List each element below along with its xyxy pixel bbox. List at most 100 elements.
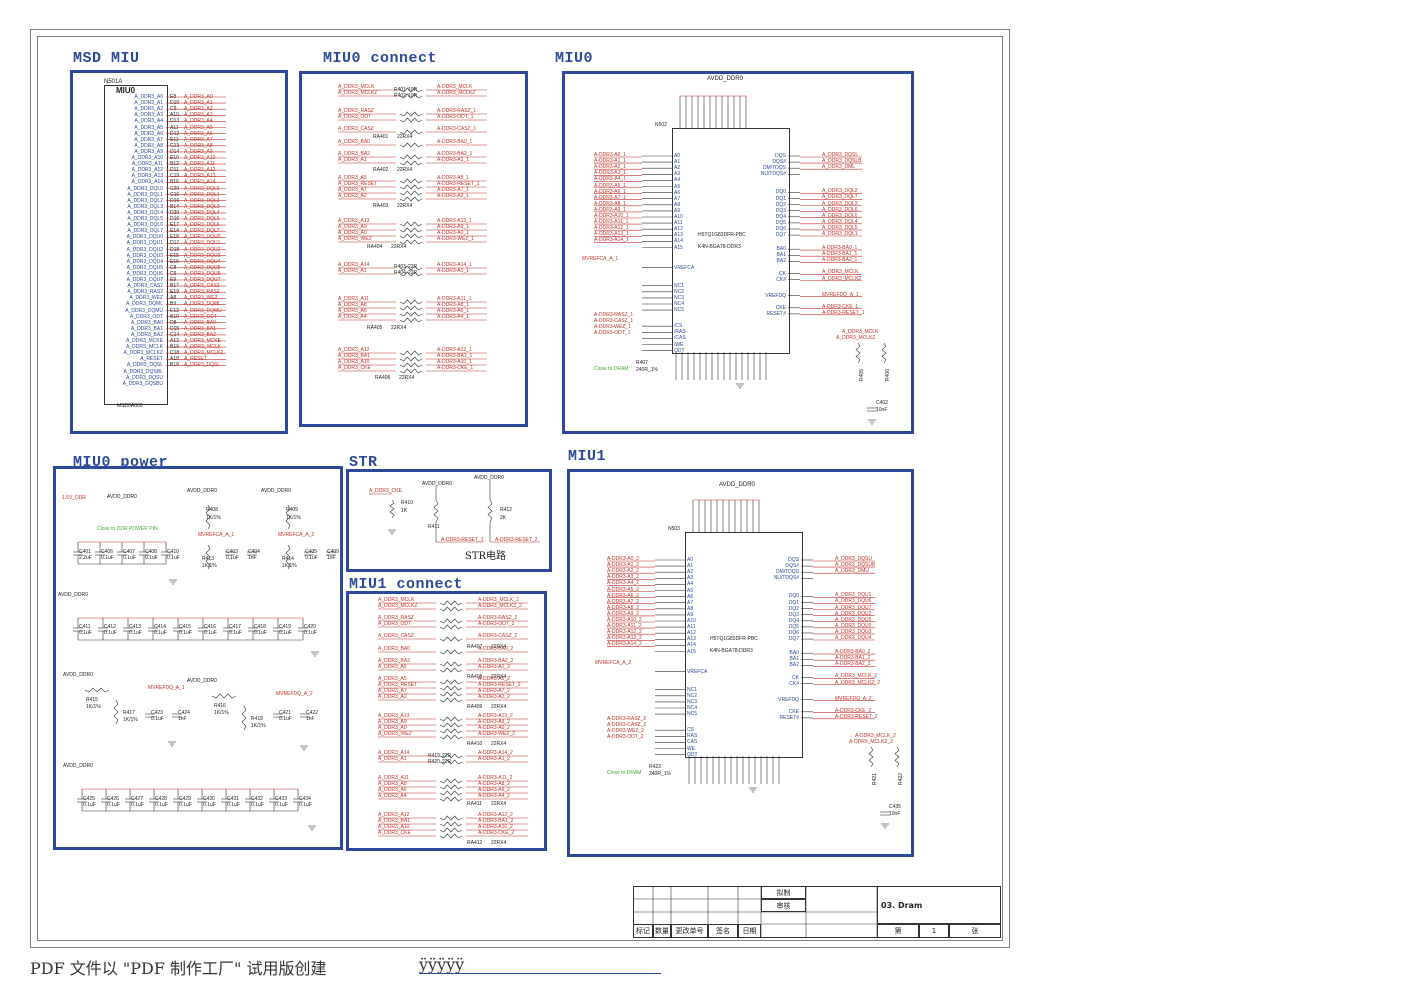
- msd-pin-label: A_DDR3_A8: [134, 142, 163, 149]
- connect-resistor: [439, 691, 463, 697]
- connect-resistor: [439, 827, 463, 833]
- connect-resistor: [439, 716, 463, 722]
- connect-resistor: [439, 636, 463, 642]
- connect-net-left: A_DDR3_A10: [378, 824, 410, 830]
- ddr-pin-right: DQ6: [775, 226, 786, 232]
- msd-pin-label: A_DDR3_MCLKZ: [123, 350, 163, 357]
- power-rail-avdd-3: AVDD_DDR0: [261, 488, 291, 494]
- ddr-net-left: A-DDR3-A5_1: [594, 182, 626, 189]
- ddr-net-right: A_DDR3_DQL0: [822, 212, 858, 219]
- ddr-zq-note: Close to DRAM: [607, 770, 642, 776]
- connect-net-right: A-DDR3-BA2_2: [478, 658, 514, 664]
- block-msd-miu: [70, 70, 288, 434]
- block-title-miu0-connect: MIU0 connect: [323, 50, 438, 67]
- cap-ref: C412: [104, 624, 116, 630]
- connect-net-left: A_DDR3_A9: [378, 719, 407, 725]
- connect-resistor: [399, 311, 423, 317]
- connect-resistor: [439, 784, 463, 790]
- cap-val: 0.1uF: [151, 716, 164, 722]
- connect-net-right: A-DDR3-A5_1: [437, 175, 469, 181]
- ddr-net-right: MVREFDQ_A_2: [835, 695, 872, 702]
- connect-ref: RA411: [467, 801, 482, 807]
- connect-ref: RA401: [373, 134, 389, 140]
- ddr-pin-left: A15: [687, 648, 696, 655]
- ddr-pin-left: NC4: [674, 301, 685, 307]
- ddr-net-left: A-DDR3-A13_1: [594, 231, 629, 238]
- ddr-pin-right: DQ7: [788, 636, 799, 643]
- connect-net-left: A_DDR3_A11: [378, 775, 410, 781]
- ddr-net-right: A_DDR3_MCLKZ_2: [835, 679, 881, 686]
- ddr-pin-right: NU/TDQS#: [760, 171, 786, 178]
- block-miu0-power: [53, 466, 343, 850]
- footer-link[interactable]: ÿÿÿÿÿ: [419, 955, 465, 974]
- connect-resistor: [399, 93, 423, 99]
- connect-net-right: A-DDR3-RESET_2: [478, 682, 521, 688]
- ddr-net-right: A_DDR3_DQSUB: [835, 562, 876, 569]
- ddr-pin-right: BA0: [789, 650, 799, 657]
- connect-net-right: A-DDR3-A1_1: [437, 268, 469, 274]
- msd-pin-label: A_DDR3_A14: [131, 179, 163, 186]
- msd-pin-label: A_DDR3_A11: [131, 161, 163, 168]
- r415-symbol: [84, 687, 110, 693]
- msd-pin-label: A_DDR3_DQU6: [126, 270, 163, 277]
- msd-pin-label: A_DDR3_DQL2: [127, 197, 163, 204]
- ddr-pin-right: DQ5: [788, 623, 799, 630]
- r412-ref: R412: [500, 507, 512, 513]
- r417-ref: R417: [123, 710, 135, 716]
- connect-net-right: A-DDR3-WEZ_1: [437, 236, 474, 242]
- connect-resistor: [439, 600, 463, 606]
- ddr-net-left: A-DDR3-A1_1: [594, 158, 626, 165]
- ddr-pin-left: A5: [674, 183, 681, 190]
- connect-net-left: A_DDR3_MCLK: [338, 84, 375, 90]
- ddr-pin-right: DQ7: [775, 232, 786, 239]
- connect-ref: RA408: [467, 674, 483, 680]
- connect-net-left: A_DDR3_A8: [338, 302, 367, 308]
- cap-ref: C423: [151, 710, 163, 716]
- term-resistor: [881, 342, 887, 364]
- ddr-pin-left: /WE: [674, 341, 684, 348]
- power-rail-avdd-1: AVDD_DDR0: [107, 494, 137, 500]
- term-resistor: [855, 342, 861, 364]
- connect-net-left: A_DDR3_CKE: [338, 365, 371, 371]
- connect-net-right: A-DDR3-CKE_2: [478, 830, 515, 836]
- connect-ref: R401: [394, 87, 406, 93]
- ddr-net-right: A_DDR3_DQL6: [822, 206, 858, 213]
- connect-net-right: A-DDR3-A2_1: [437, 193, 469, 199]
- msd-pin-label: A_DDR3_A6: [134, 130, 163, 137]
- ddr-pin-left: NC2: [674, 288, 685, 295]
- connect-net-left: A_DDR3_A0: [378, 725, 407, 731]
- msd-pin-label: A_DDR3_BA0: [131, 319, 163, 326]
- cap-val: 0.1uF: [226, 555, 239, 561]
- connect-net-right: A-DDR3-A8_1: [437, 302, 469, 308]
- cap-ref: C429: [179, 796, 191, 802]
- cap-val: 1nF: [248, 555, 257, 561]
- ddr-term-net2: A-DDR3_MCLKZ_2: [849, 739, 893, 745]
- connect-net-left: A_DDR3_A6: [378, 787, 407, 793]
- msd-pin-label: A_DDR3_A0: [134, 94, 163, 100]
- connect-resistor: [399, 317, 423, 323]
- r412-symbol: [487, 499, 493, 523]
- connect-net-right: A-DDR3-ODT_1: [437, 114, 474, 120]
- connect-net-left: A_DDR3_A7: [378, 688, 407, 694]
- connect-resistor: [439, 624, 463, 630]
- ddr-pin-left: /RAS: [674, 329, 686, 336]
- connect-net-right: A-DDR3-A9_2: [478, 719, 510, 725]
- ddr-pin-left: A1: [687, 563, 694, 570]
- msd-pin-label: A_DDR3_A4: [134, 118, 163, 125]
- connect-resistor: [399, 178, 423, 184]
- cap-ref: C431: [227, 796, 239, 802]
- r413-symbol: [205, 544, 211, 570]
- ddr-term-net: A_DDR3_MCLK: [842, 329, 879, 335]
- ddr-net-left: A-DDR3-A10_1: [594, 213, 629, 219]
- connect-resistor: [439, 833, 463, 839]
- msd-pin-label: A_DDR3_WEZ: [129, 295, 163, 302]
- ddr-net-right: A_DDR3_DQL7: [822, 194, 858, 201]
- connect-net-right: A-DDR3-A10_2: [478, 824, 513, 830]
- connect-ref: RA406: [375, 375, 391, 381]
- connect-net-left: A_DDR3_BA1: [378, 818, 410, 824]
- ddr-pin-left: NC4: [687, 705, 698, 711]
- ddr-pin-right: CK: [779, 270, 786, 277]
- connect-net-right: A-DDR3-RASZ_1: [437, 108, 477, 114]
- ddr-pin-right: RESET#: [766, 310, 786, 317]
- r415-ref: R415: [86, 697, 98, 703]
